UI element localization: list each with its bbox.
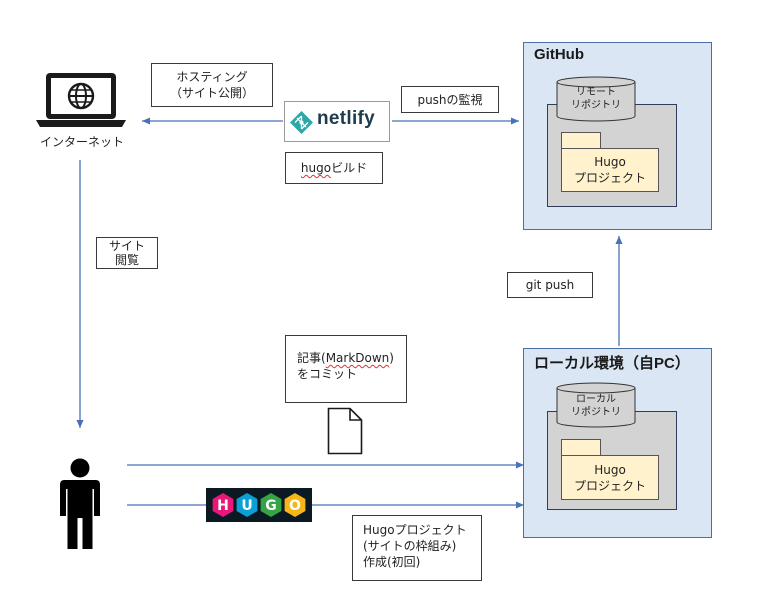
create-line2: (サイトの枠組み) bbox=[363, 539, 457, 553]
git-push-label: git push bbox=[525, 278, 575, 292]
hosting-label-box: ホスティング （サイト公開） bbox=[151, 63, 273, 107]
github-project-line2: プロジェクト bbox=[573, 171, 646, 185]
hugo-hexagon bbox=[260, 493, 282, 517]
commit-suffix: ) bbox=[389, 351, 394, 365]
hugo-letter: O bbox=[289, 498, 301, 514]
hugo-letter: H bbox=[217, 498, 229, 514]
remote-repo-cylinder-icon bbox=[556, 76, 636, 122]
github-hugo-project: Hugo プロジェクト bbox=[561, 148, 659, 192]
hugo-build-underlined: hugo bbox=[300, 161, 332, 175]
commit-box: 記事(MarkDown) をコミット bbox=[285, 335, 407, 403]
hugo-build-label: hugoビルド bbox=[301, 160, 367, 176]
remote-repo-line1: リモート bbox=[576, 87, 616, 98]
netlify-logo: netlify bbox=[284, 101, 390, 142]
netlify-diamond-icon bbox=[290, 111, 313, 134]
site-view-line1: サイト bbox=[108, 239, 145, 253]
site-view-line2: 閲覧 bbox=[114, 253, 139, 267]
local-repo-cylinder-icon bbox=[556, 382, 636, 428]
github-title: GitHub bbox=[534, 46, 584, 63]
local-repo-line2: リポジトリ bbox=[571, 407, 621, 418]
commit-markdown: MarkDown bbox=[325, 351, 390, 365]
netlify-wordmark: netlify bbox=[317, 108, 376, 129]
local-project-folder-tab bbox=[561, 439, 601, 456]
local-title: ローカル環境（自PC） bbox=[534, 355, 690, 372]
local-project-line2: プロジェクト bbox=[573, 478, 646, 493]
hosting-line2: （サイト公開） bbox=[169, 86, 254, 100]
commit-prefix: 記事( bbox=[297, 351, 326, 365]
laptop-globe-icon bbox=[36, 73, 126, 127]
site-view-box: サイト 閲覧 bbox=[96, 237, 158, 269]
hugo-hexagon bbox=[284, 493, 306, 517]
github-project-line1: Hugo bbox=[594, 155, 626, 169]
create-line3: 作成(初回) bbox=[363, 555, 421, 569]
github-project-folder-tab bbox=[561, 132, 601, 149]
local-container: ローカル環境（自PC） ローカル リポジトリ Hugo プロジェクト bbox=[523, 348, 712, 538]
hosting-line1: ホスティング bbox=[176, 70, 248, 84]
hugo-hexagon bbox=[212, 493, 234, 517]
internet-label: インターネット bbox=[39, 135, 124, 149]
hugo-letter: G bbox=[265, 498, 277, 514]
github-container: GitHub リモート リポジトリ Hugo プロジェクト bbox=[523, 42, 712, 230]
create-project-box: Hugoプロジェクト (サイトの枠組み) 作成(初回) bbox=[352, 515, 482, 581]
hugo-build-suffix: ビルド bbox=[331, 161, 368, 175]
git-push-box: git push bbox=[507, 272, 593, 298]
local-repo-label: ローカル リポジトリ bbox=[556, 393, 636, 419]
push-watch-box: pushの監視 bbox=[401, 86, 499, 113]
local-hugo-project: Hugo プロジェクト bbox=[561, 455, 659, 500]
person-icon bbox=[60, 458, 100, 549]
hugo-hexagon bbox=[236, 493, 258, 517]
commit-line2: をコミット bbox=[297, 367, 358, 381]
commit-line1: 記事(MarkDown) bbox=[297, 350, 406, 366]
remote-repo-label: リモート リポジトリ bbox=[556, 86, 636, 112]
create-line1: Hugoプロジェクト bbox=[363, 523, 467, 537]
hugo-build-box: hugoビルド bbox=[285, 152, 383, 184]
local-project-line1: Hugo bbox=[594, 462, 626, 477]
document-icon bbox=[327, 407, 363, 455]
hugo-letter: U bbox=[241, 498, 252, 514]
push-watch-label: pushの監視 bbox=[417, 92, 483, 107]
remote-repo-line2: リポジトリ bbox=[571, 100, 621, 111]
local-repo-line1: ローカル bbox=[576, 394, 616, 405]
